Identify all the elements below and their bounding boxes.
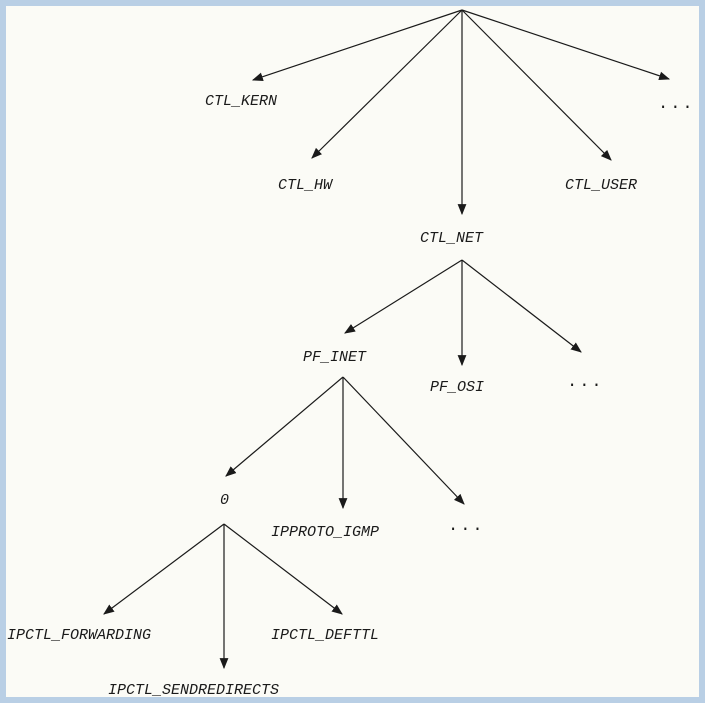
inet-more-ellipsis: ... — [448, 517, 485, 536]
node-ipproto-igmp: IPPROTO_IGMP — [271, 524, 379, 541]
node-pf-inet: PF_INET — [303, 349, 367, 366]
diagram-sheet: CTL_KERN CTL_HW CTL_NET CTL_USER ... PF_… — [6, 6, 699, 697]
edge-inet-zero — [225, 376, 344, 477]
edge-root-hw — [311, 9, 463, 159]
edge-inet-more — [342, 376, 465, 505]
root-more-ellipsis: ... — [658, 95, 695, 114]
node-ctl-net: CTL_NET — [420, 230, 484, 247]
edge-zero-forwarding — [103, 523, 225, 615]
edge-net-inet — [344, 259, 463, 334]
net-more-ellipsis: ... — [567, 373, 604, 392]
node-zero: 0 — [220, 492, 229, 509]
edge-zero-defttl — [223, 523, 343, 615]
edge-root-more — [461, 9, 671, 81]
edge-root-user — [461, 9, 612, 161]
node-ipctl-defttl: IPCTL_DEFTTL — [271, 627, 379, 644]
edge-net-more — [461, 259, 582, 353]
node-ctl-hw: CTL_HW — [278, 177, 334, 194]
sysctl-tree-diagram: CTL_KERN CTL_HW CTL_NET CTL_USER ... PF_… — [7, 9, 695, 697]
node-ipctl-sendredirects: IPCTL_SENDREDIRECTS — [108, 682, 279, 697]
edge-root-kern — [251, 9, 463, 82]
node-ctl-user: CTL_USER — [565, 177, 637, 194]
node-ipctl-forwarding: IPCTL_FORWARDING — [7, 627, 151, 644]
node-ctl-kern: CTL_KERN — [205, 93, 277, 110]
node-pf-osi: PF_OSI — [430, 379, 484, 396]
